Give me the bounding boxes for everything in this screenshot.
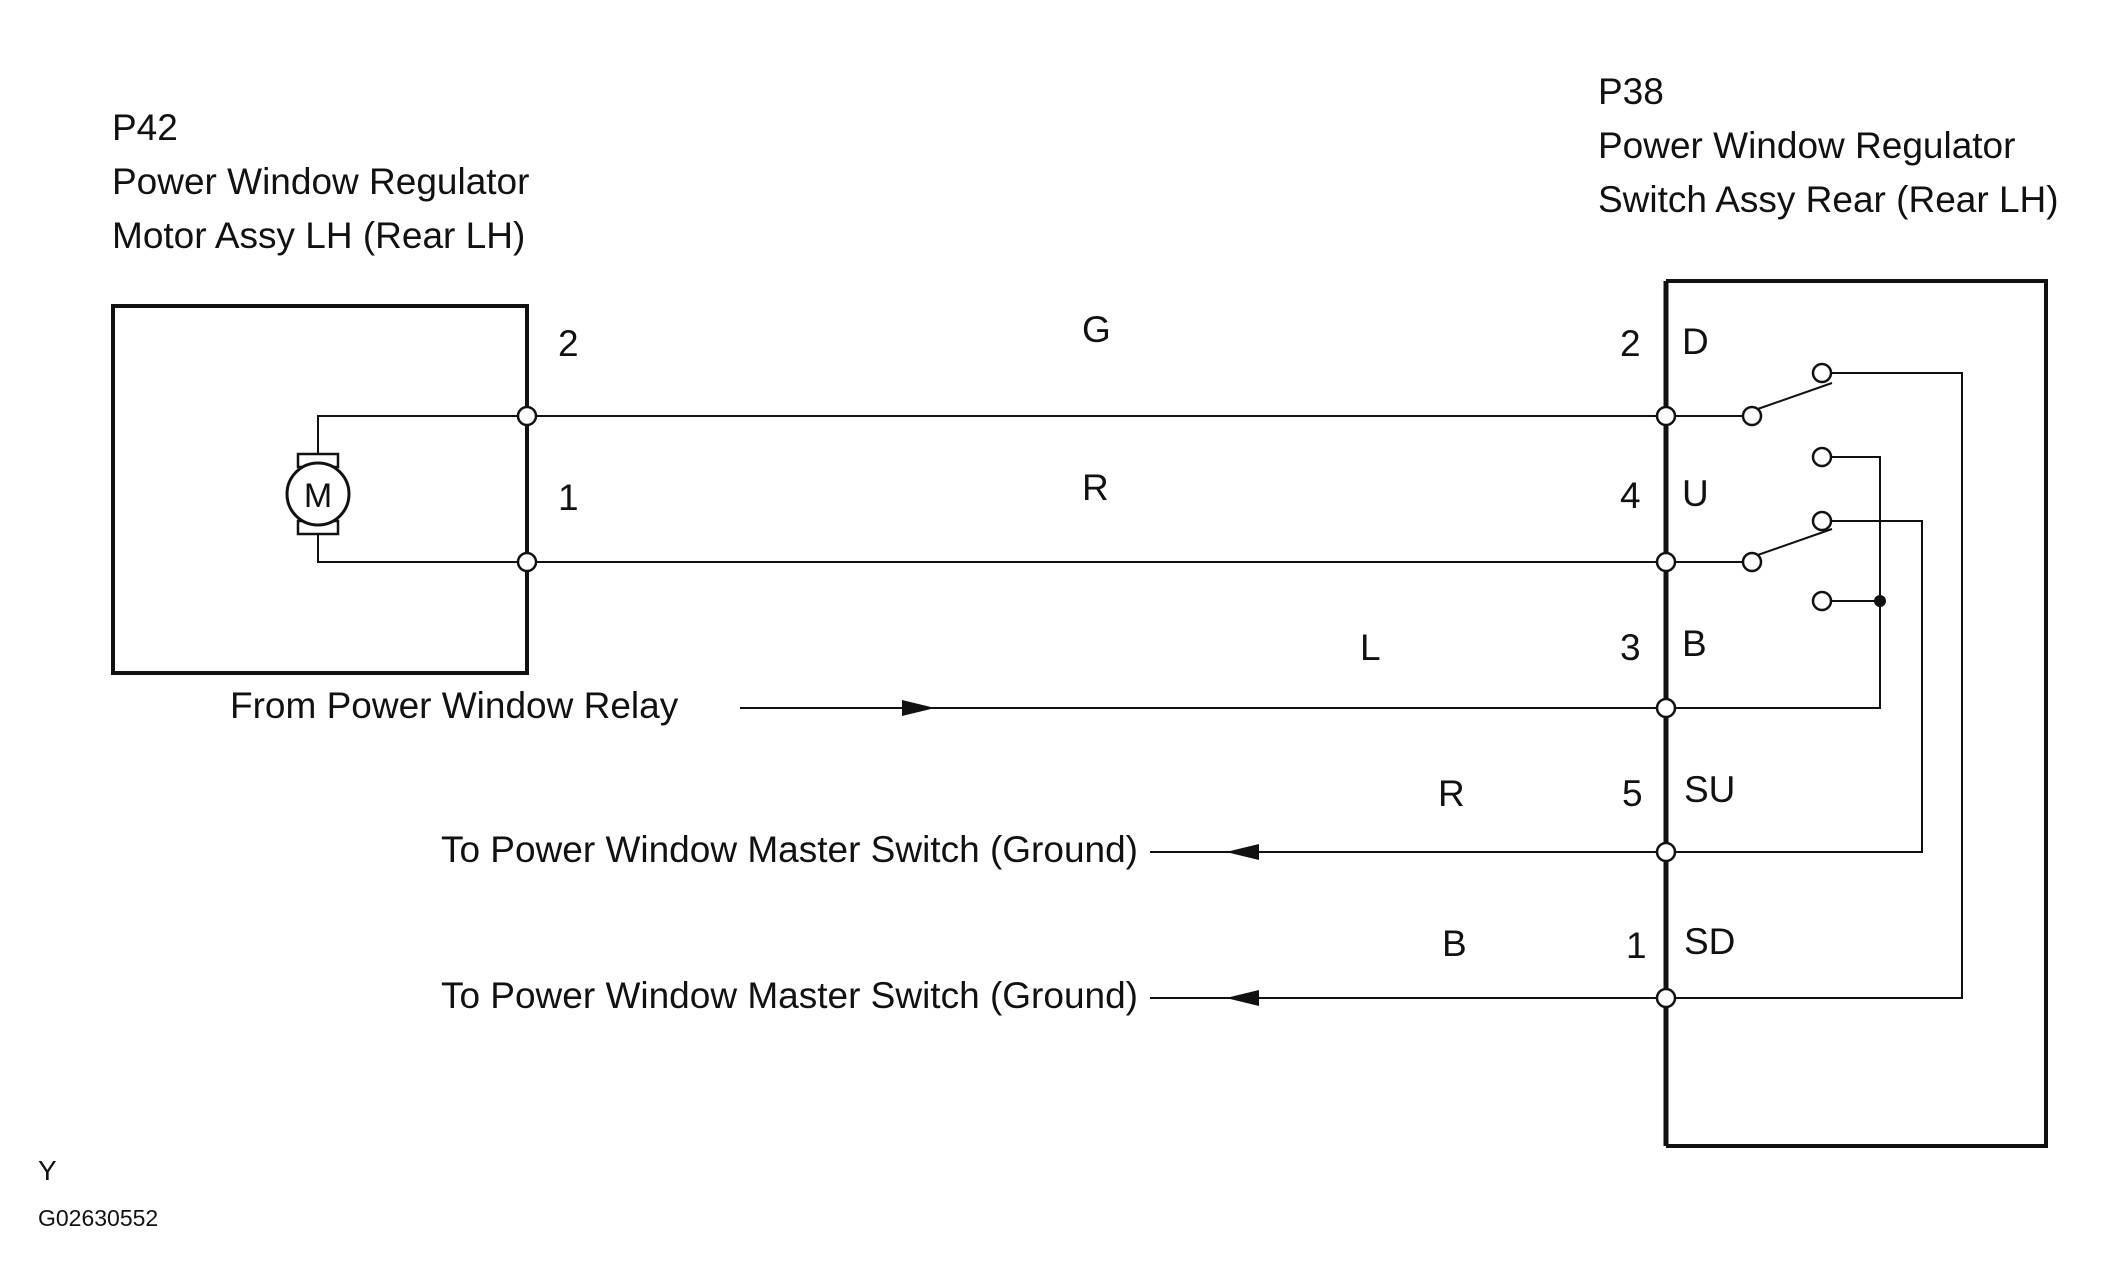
- motor-symbol-label: M: [304, 477, 332, 515]
- ground-label-sd: To Power Window Master Switch (Ground): [441, 975, 1138, 1016]
- wire-color-r-lower: R: [1438, 773, 1465, 814]
- switch-pin-name-su: SU: [1684, 769, 1735, 810]
- motor-pin-1: 1: [558, 477, 579, 518]
- terminals: [516, 405, 1677, 1009]
- switch-pin-name-sd: SD: [1684, 921, 1735, 962]
- figure-id: G02630552: [38, 1205, 158, 1231]
- switch-pin-num-1: 1: [1626, 925, 1647, 966]
- motor-internal-wire-top: [317, 415, 527, 456]
- switch-pin-num-3: 3: [1620, 627, 1641, 668]
- motor-name-line1: Power Window Regulator: [112, 161, 529, 202]
- switch-terminal-u: [1655, 551, 1677, 573]
- switch-terminal-sd: [1655, 987, 1677, 1009]
- switch-terminal-b: [1655, 697, 1677, 719]
- switch-pin-num-2: 2: [1620, 323, 1641, 364]
- motor-code: P42: [112, 107, 178, 148]
- switch-internal-wiring: [1666, 372, 1963, 999]
- wire-color-b: B: [1442, 923, 1467, 964]
- motor-box: [111, 304, 529, 675]
- wire-harness: G R L R B From Power Window Relay To Pow…: [230, 309, 1666, 1016]
- motor-name-line2: Motor Assy LH (Rear LH): [112, 215, 525, 256]
- wire-color-l: L: [1360, 627, 1381, 668]
- switch-box: [1666, 279, 2048, 1148]
- switch-terminal-su: [1655, 841, 1677, 863]
- arrow-left-icon: [1226, 844, 1259, 860]
- relay-label: From Power Window Relay: [230, 685, 679, 726]
- ground-label-su: To Power Window Master Switch (Ground): [441, 829, 1138, 870]
- motor-terminal-1: [516, 551, 538, 573]
- wire-color-g: G: [1082, 309, 1111, 350]
- arrow-left-icon: [1226, 990, 1259, 1006]
- switch-pin-num-5: 5: [1622, 773, 1643, 814]
- switch-name-line1: Power Window Regulator: [1598, 125, 2015, 166]
- motor-terminal-2: [516, 405, 538, 427]
- footer-code-letter: Y: [38, 1155, 57, 1186]
- switch-terminal-d: [1655, 405, 1677, 427]
- motor-icon: M: [285, 452, 351, 536]
- switch-code: P38: [1598, 71, 1664, 112]
- arrow-right-icon: [902, 700, 935, 716]
- switch-name-line2: Switch Assy Rear (Rear LH): [1598, 179, 2059, 220]
- switch-pin-name-d: D: [1682, 321, 1709, 362]
- switch-pin-name-u: U: [1682, 473, 1709, 514]
- motor-component: P42 Power Window Regulator Motor Assy LH…: [111, 107, 579, 675]
- switch-pin-num-4: 4: [1620, 475, 1641, 516]
- wire-color-r-upper: R: [1082, 467, 1109, 508]
- switch-component: P38 Power Window Regulator Switch Assy R…: [1598, 71, 2059, 1148]
- switch-contacts: [1741, 362, 1886, 612]
- switch-pin-name-b: B: [1682, 623, 1707, 664]
- motor-pin-2: 2: [558, 323, 579, 364]
- motor-internal-wire-bottom: [317, 532, 527, 563]
